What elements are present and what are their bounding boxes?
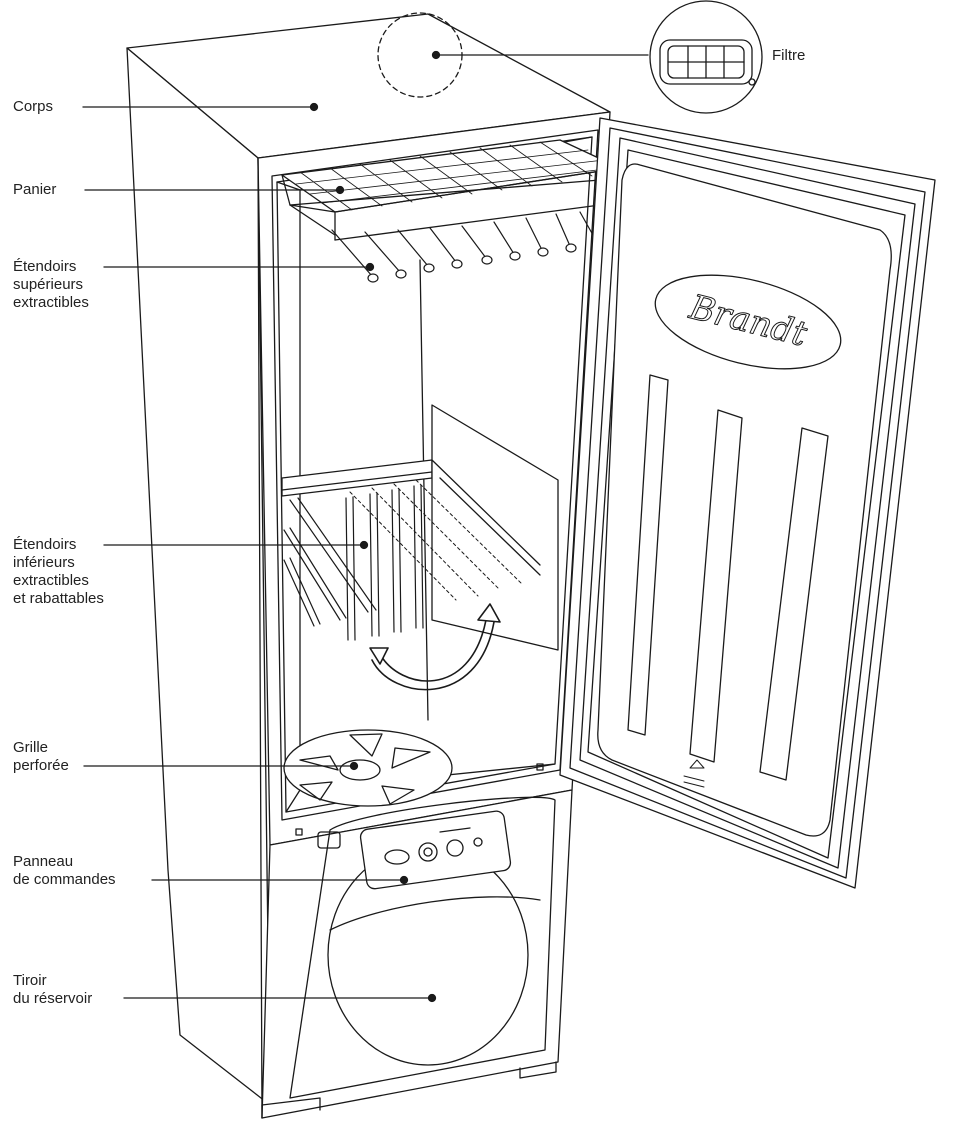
label-line: et rabattables xyxy=(13,590,104,607)
label-tiroir-reservoir: Tiroir du réservoir xyxy=(13,972,92,1008)
label-line: Étendoirs xyxy=(13,536,77,553)
brand-oval xyxy=(654,274,842,370)
door xyxy=(559,117,936,889)
label-line: du réservoir xyxy=(13,990,93,1007)
label-panier: Panier xyxy=(13,181,56,199)
leaders xyxy=(82,102,437,1003)
basket xyxy=(281,139,621,241)
label-line: supérieurs xyxy=(13,276,84,293)
perforated-grille xyxy=(283,729,453,807)
upper-rods xyxy=(331,207,629,283)
label-line: de commandes xyxy=(13,871,116,888)
label-panneau-commandes: Panneau de commandes xyxy=(13,853,116,889)
control-panel xyxy=(359,810,512,890)
label-line: perforée xyxy=(13,757,69,774)
label-grille-perforee: Grille perforée xyxy=(13,739,69,775)
label-etendoirs-inferieurs: Étendoirs inférieurs extractibles et rab… xyxy=(13,536,104,608)
label-filtre: Filtre xyxy=(772,47,805,65)
label-panier-line: Panier xyxy=(13,181,57,198)
lower-unit xyxy=(261,763,573,1119)
label-line: Panneau xyxy=(13,853,74,870)
label-corps: Corps xyxy=(13,98,53,116)
label-line: extractibles xyxy=(13,294,89,311)
door-inner-panel xyxy=(597,163,892,837)
label-corps-line: Corps xyxy=(13,98,54,115)
filter-zoom xyxy=(377,0,763,114)
label-filtre-line: Filtre xyxy=(772,47,806,64)
label-line: inférieurs xyxy=(13,554,75,571)
label-etendoirs-superieurs: Étendoirs supérieurs extractibles xyxy=(13,258,89,312)
label-line: Grille xyxy=(13,739,49,756)
filter-icon xyxy=(659,39,753,85)
label-line: Tiroir xyxy=(13,972,47,989)
lower-rack xyxy=(281,404,559,691)
label-line: Étendoirs xyxy=(13,258,77,275)
label-line: extractibles xyxy=(13,572,89,589)
fold-arrow xyxy=(379,619,487,682)
